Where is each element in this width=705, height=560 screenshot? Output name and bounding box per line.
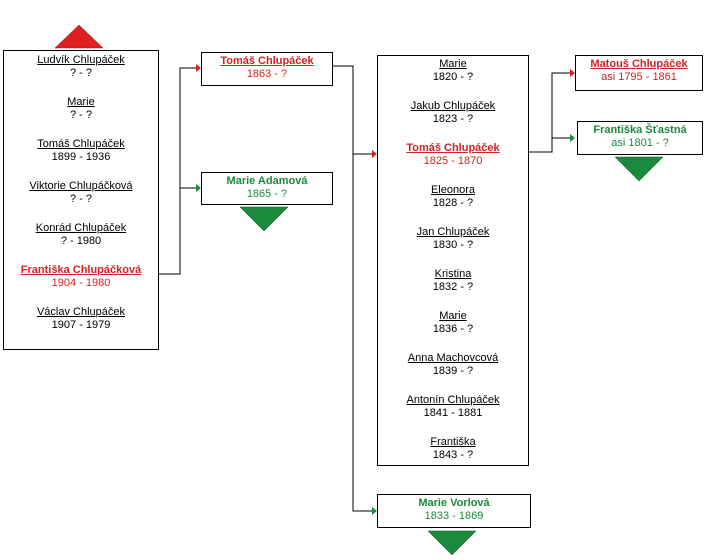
greatgrandmother-expand-down-icon[interactable] [614, 156, 664, 182]
father-box[interactable]: Tomáš Chlupáček 1863 - ? [201, 52, 333, 86]
great-grandmother-name[interactable]: Františka Šťastná [593, 124, 687, 136]
great-grandmother-box[interactable]: Františka Šťastná asi 1801 - ? [577, 121, 703, 155]
child-name[interactable]: Tomáš Chlupáček [37, 138, 125, 150]
arrow-grandmother-icon [372, 507, 377, 515]
sibling-dates: 1830 - ? [432, 239, 474, 251]
grandmother-box[interactable]: Marie Vorlová 1833 - 1869 [377, 494, 531, 528]
child-person[interactable]: Ludvík Chlupáček? - ? [4, 54, 158, 80]
great-grandfather-name[interactable]: Matouš Chlupáček [590, 58, 688, 70]
child-dates: ? - ? [69, 109, 92, 121]
arrow-father-icon [196, 64, 201, 72]
grandmother-name[interactable]: Marie Vorlová [418, 497, 490, 509]
arrow-siblings-icon [372, 150, 377, 158]
great-grandfather-dates: asi 1795 - 1861 [601, 71, 677, 83]
child-name[interactable]: Marie [67, 96, 95, 108]
child-person[interactable]: Konrád Chlupáček? - 1980 [4, 222, 158, 248]
navigate-up-icon[interactable] [54, 24, 104, 49]
child-name[interactable]: Viktorie Chlupáčková [29, 180, 133, 192]
child-person[interactable]: Viktorie Chlupáčková? - ? [4, 180, 158, 206]
sibling-name[interactable]: Františka [430, 436, 476, 448]
sibling-name[interactable]: Jakub Chlupáček [410, 100, 496, 112]
sibling-dates: 1823 - ? [432, 113, 474, 125]
children-box: Ludvík Chlupáček? - ? Marie? - ? Tomáš C… [3, 50, 159, 350]
great-grandmother-dates: asi 1801 - ? [611, 137, 669, 149]
child-dates: ? - ? [69, 67, 92, 79]
sibling-name[interactable]: Eleonora [430, 184, 476, 196]
connector-child-father [159, 67, 196, 275]
sibling-name[interactable]: Kristina [434, 268, 472, 280]
father-dates: 1863 - ? [246, 68, 288, 80]
child-dates: 1904 - 1980 [51, 277, 111, 289]
grandmother-dates: 1833 - 1869 [424, 510, 484, 522]
child-dates: ? - 1980 [60, 235, 102, 247]
sibling-dates: 1841 - 1881 [423, 407, 483, 419]
arrow-greatgrandmother-icon [570, 134, 575, 142]
child-name[interactable]: Ludvík Chlupáček [37, 54, 125, 66]
sibling-dates: 1820 - ? [432, 71, 474, 83]
sibling-name[interactable]: Marie [439, 58, 467, 70]
sibling-dates: 1832 - ? [432, 281, 474, 293]
child-person[interactable]: Marie? - ? [4, 96, 158, 122]
mother-expand-down-icon[interactable] [239, 206, 289, 232]
mother-dates: 1865 - ? [246, 188, 288, 200]
child-dates: 1907 - 1979 [51, 319, 111, 331]
sibling-name[interactable]: Tomáš Chlupáček [406, 142, 500, 154]
grandmother-expand-down-icon[interactable] [427, 530, 477, 556]
sibling-name[interactable]: Marie [439, 310, 467, 322]
arrow-mother-icon [196, 184, 201, 192]
connector-siblings-greatgrandfather [529, 72, 570, 153]
sibling-name[interactable]: Anna Machovcová [407, 352, 499, 364]
child-name[interactable]: Václav Chlupáček [36, 306, 126, 318]
sibling-dates: 1839 - ? [432, 365, 474, 377]
child-dates: ? - ? [69, 193, 92, 205]
connector-father-parents [333, 65, 372, 512]
sibling-dates: 1825 - 1870 [423, 155, 483, 167]
mother-name[interactable]: Marie Adamová [226, 175, 308, 187]
arrow-greatgrandfather-icon [570, 69, 575, 77]
sibling-dates: 1836 - ? [432, 323, 474, 335]
sibling-name[interactable]: Jan Chlupáček [416, 226, 490, 238]
father-name[interactable]: Tomáš Chlupáček [220, 55, 314, 67]
child-dates: 1899 - 1936 [51, 151, 111, 163]
sibling-dates: 1843 - ? [432, 449, 474, 461]
mother-box[interactable]: Marie Adamová 1865 - ? [201, 172, 333, 205]
child-name[interactable]: Konrád Chlupáček [35, 222, 127, 234]
child-name[interactable]: Františka Chlupáčková [20, 264, 142, 276]
great-grandfather-box[interactable]: Matouš Chlupáček asi 1795 - 1861 [575, 55, 703, 91]
sibling-name[interactable]: Antonín Chlupáček [406, 394, 500, 406]
sibling-dates: 1828 - ? [432, 197, 474, 209]
